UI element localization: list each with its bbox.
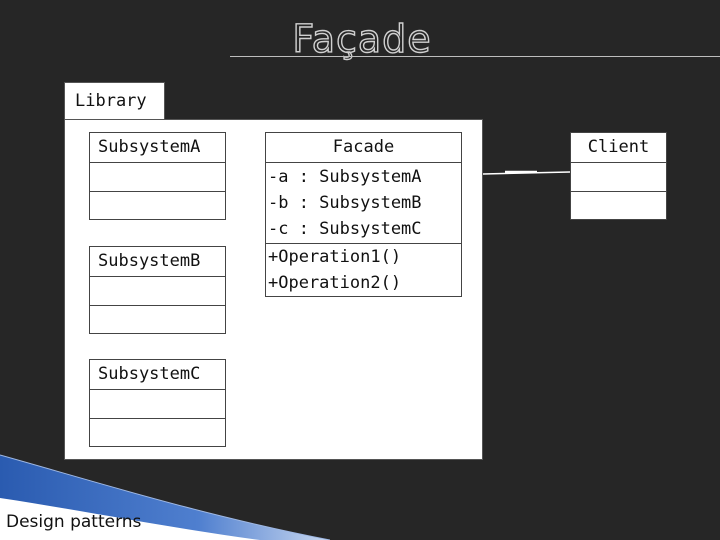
footer-text: Design patterns: [6, 512, 142, 532]
corner-decoration: [0, 454, 330, 540]
attribute-b: -b : SubsystemB: [268, 193, 422, 213]
attributes-compartment: [571, 162, 666, 191]
operations-compartment: +Operation1() +Operation2(): [266, 243, 461, 298]
title-underline: [230, 56, 720, 57]
class-facade[interactable]: Facade -a : SubsystemA -b : SubsystemB -…: [265, 132, 462, 297]
operation-1: +Operation1(): [268, 247, 402, 267]
attributes-compartment: [90, 162, 225, 191]
class-name: SubsystemA: [98, 137, 201, 157]
operations-compartment: [90, 305, 225, 334]
class-subsystem-b[interactable]: SubsystemB: [89, 246, 226, 334]
class-subsystem-a[interactable]: SubsystemA: [89, 132, 226, 220]
operations-compartment: [90, 418, 225, 447]
package-name: Library: [75, 91, 147, 111]
attributes-compartment: [90, 276, 225, 305]
class-subsystem-c[interactable]: SubsystemC: [89, 359, 226, 447]
class-name: Facade: [332, 137, 395, 157]
class-name: Client: [587, 137, 650, 157]
class-name: SubsystemB: [98, 251, 201, 271]
attributes-compartment: [90, 389, 225, 418]
operation-2: +Operation2(): [268, 273, 402, 293]
class-name: SubsystemC: [98, 364, 201, 384]
slide-title: Façade: [292, 16, 432, 61]
attribute-c: -c : SubsystemC: [268, 219, 422, 239]
association-line: [482, 171, 571, 175]
package-tab: Library: [64, 82, 165, 120]
operations-compartment: [90, 191, 225, 220]
attributes-compartment: -a : SubsystemA -b : SubsystemB -c : Sub…: [266, 162, 461, 243]
attribute-a: -a : SubsystemA: [268, 167, 422, 187]
operations-compartment: [571, 191, 666, 220]
class-client[interactable]: Client: [570, 132, 667, 220]
